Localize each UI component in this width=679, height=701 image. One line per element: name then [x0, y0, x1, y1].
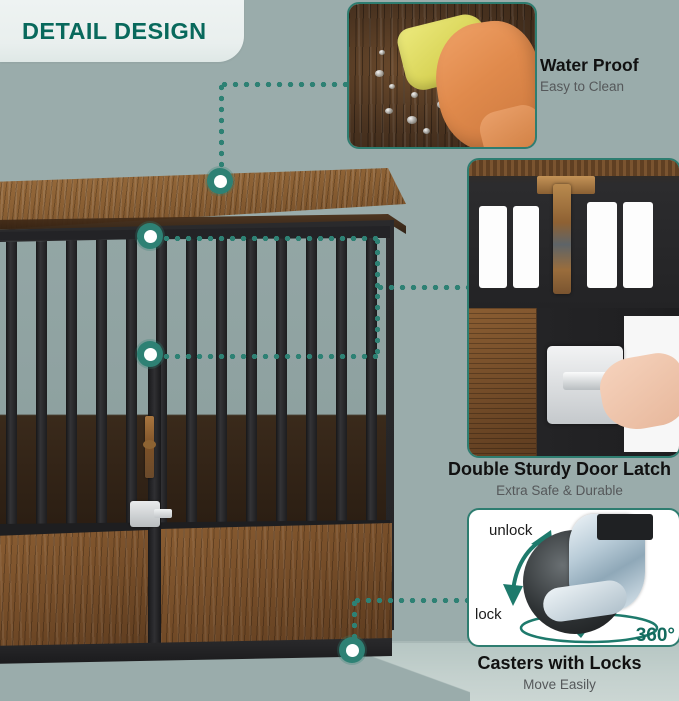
crate-lower-panel-left	[0, 530, 148, 660]
page-title: DETAIL DESIGN	[22, 17, 207, 44]
barrel-bolt-knob	[143, 440, 156, 449]
caption-title: Casters with Locks	[477, 653, 642, 673]
caption-water-proof: Water Proof Easy to Clean	[540, 55, 679, 97]
panel-water-proof[interactable]	[347, 2, 537, 149]
hasp-latch-upper	[130, 501, 172, 527]
marker-hasp-latch[interactable]	[137, 341, 163, 367]
connector-line-bolt-top	[150, 236, 378, 241]
unlock-label: unlock	[489, 522, 533, 539]
connector-line-hasp	[150, 354, 378, 359]
connector-line-bolt-to-panel	[375, 285, 470, 290]
rotation-degree-label: 360°	[635, 625, 675, 646]
caption-subtitle: Move Easily	[523, 676, 596, 692]
caster-wheel-closeup	[523, 514, 653, 640]
hasp-latch-photo	[469, 308, 679, 456]
marker-core-icon	[213, 174, 227, 188]
marker-barrel-bolt[interactable]	[137, 223, 163, 249]
crate-lower-panel-right	[160, 523, 392, 649]
caption-casters: Casters with Locks Move Easily	[440, 652, 679, 695]
marker-caster[interactable]	[339, 637, 365, 663]
caption-title: Double Sturdy Door Latch	[447, 459, 671, 479]
panel-casters[interactable]: unlock lock 360°	[467, 508, 679, 647]
wood-trim-strip	[469, 160, 679, 176]
connector-line-tabletop-horizontal	[219, 82, 349, 87]
barrel-bolt-photo	[469, 160, 679, 308]
wood-side-panel	[469, 308, 537, 456]
marker-core-icon	[345, 643, 359, 657]
connector-line-caster-horizontal	[352, 598, 470, 603]
caption-door-latch: Double Sturdy Door Latch Extra Safe & Du…	[440, 458, 679, 501]
caption-subtitle: Extra Safe & Durable	[496, 482, 623, 498]
connector-line-hasp-right	[375, 236, 380, 356]
caption-title: Water Proof	[540, 55, 639, 75]
product-photo	[0, 168, 430, 678]
panel-door-latch[interactable]	[467, 158, 679, 458]
caption-subtitle: Easy to Clean	[540, 78, 625, 94]
crate-bars	[0, 234, 386, 534]
connector-line-tabletop-vertical	[219, 82, 224, 174]
lock-label: lock	[475, 606, 502, 623]
header-banner: DETAIL DESIGN	[0, 0, 244, 62]
copper-barrel-bolt	[553, 184, 571, 294]
connector-line-caster-vertical	[352, 598, 357, 648]
marker-core-icon	[143, 347, 157, 361]
marker-core-icon	[143, 229, 157, 243]
marker-tabletop[interactable]	[207, 168, 233, 194]
